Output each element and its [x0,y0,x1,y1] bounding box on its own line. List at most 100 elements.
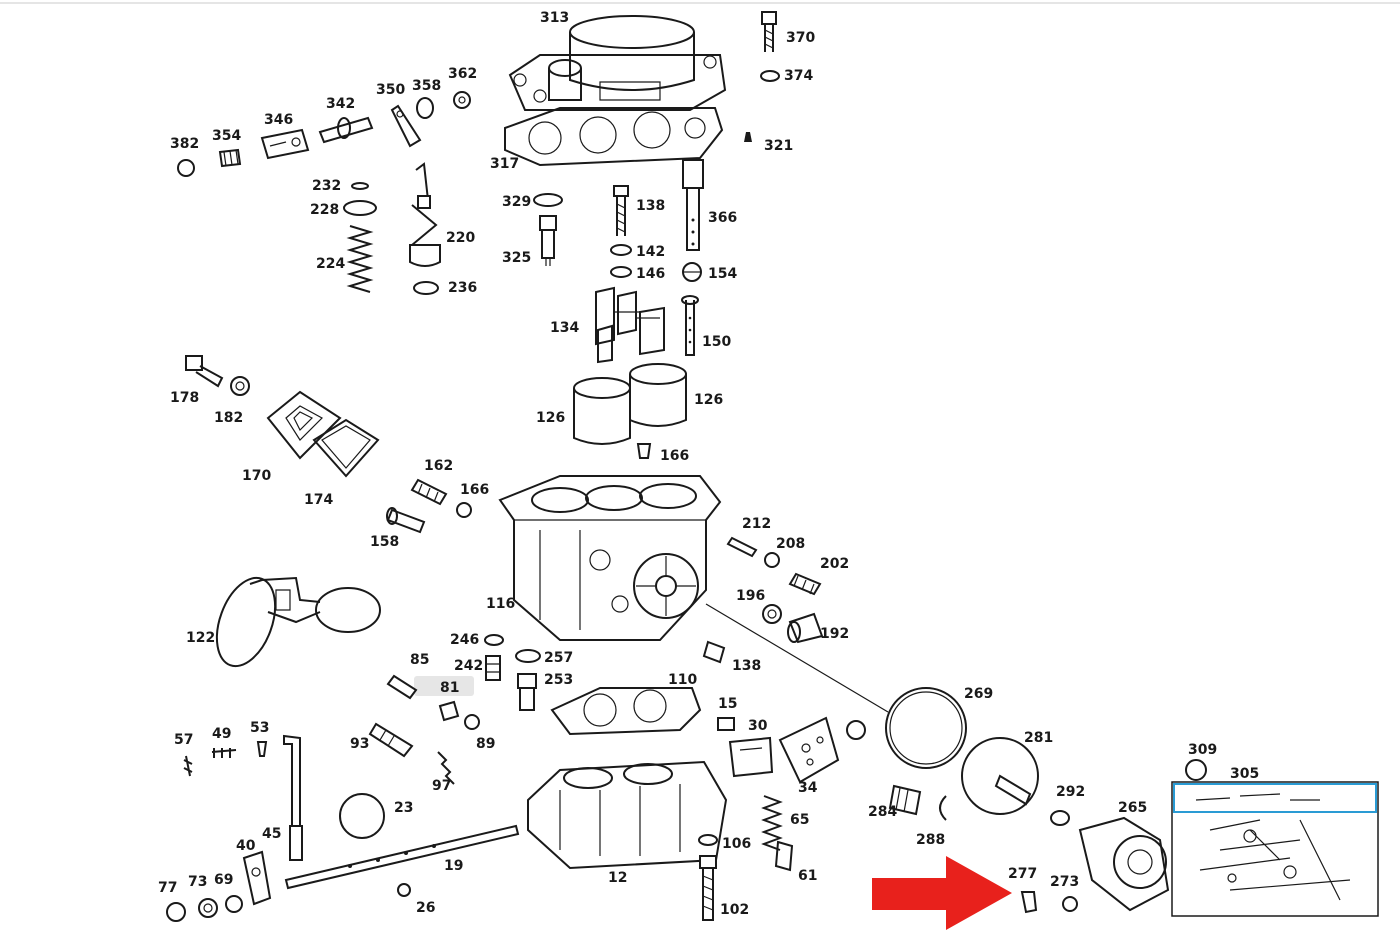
part-89-nut [464,714,480,730]
part-284-spring [888,784,922,816]
part-162-jet [410,478,448,506]
label-53: 53 [250,720,269,736]
label-12: 12 [608,870,627,886]
part-102-screw [699,855,717,921]
highlight-arrow [872,856,1012,930]
part-126-venturi-b [629,363,687,427]
part-329-washer [533,193,563,207]
label-382: 362 [448,66,477,82]
part-288-clip [939,795,947,821]
label-288: 288 [916,832,945,848]
label-281: 281 [1024,730,1053,746]
label-122: 122 [186,630,215,646]
label-19: 19 [444,858,463,874]
label-362: 382 [170,136,199,152]
part-53-washer [256,741,268,757]
label-325: 325 [502,250,531,266]
label-126-b: 126 [694,392,723,408]
part-12-throttle-body [527,760,728,870]
part-116-main-body [498,475,722,641]
part-350-lever [390,104,422,148]
label-354: 354 [212,128,241,144]
label-81-highlight [414,676,474,696]
label-350: 350 [376,82,405,98]
label-224: 224 [316,256,345,272]
part-138-jet [702,640,726,664]
part-106-washer [698,834,718,846]
label-49: 49 [212,726,231,742]
part-366-tube [682,159,704,251]
label-358: 358 [412,78,441,94]
label-236: 236 [448,280,477,296]
label-40: 40 [236,838,256,854]
label-73: 73 [188,874,207,890]
part-150-tube [681,295,699,356]
label-253: 253 [544,672,573,688]
label-154: 154 [708,266,737,282]
label-246: 246 [450,632,479,648]
label-138-top: 138 [636,198,665,214]
label-134: 134 [550,320,579,336]
part-69-washer [225,895,243,913]
part-166-jet-top [636,443,652,459]
part-342-pin [318,116,374,144]
part-281-diaphragm [961,737,1039,815]
part-257-washer [515,649,541,663]
label-346: 346 [264,112,293,128]
label-15: 15 [718,696,737,712]
label-321: 321 [764,138,793,154]
label-220: 220 [446,230,475,246]
part-246-washer [484,634,504,646]
label-65: 65 [790,812,809,828]
part-122-float [215,576,381,668]
inset-thumbnail[interactable] [1171,781,1379,917]
part-196-washer [762,604,782,624]
label-370: 370 [786,30,815,46]
part-61-screw [774,840,794,872]
label-273: 273 [1050,874,1079,890]
part-45-rod [283,734,303,861]
label-30: 30 [748,718,768,734]
part-34-pump-cover [778,716,840,784]
part-277-screw [1020,891,1038,914]
part-49-spring [211,748,237,758]
part-93-screw [368,722,414,758]
label-212: 212 [742,516,771,532]
label-196: 196 [736,588,765,604]
label-292: 292 [1056,784,1085,800]
part-178-bolt [185,355,224,388]
part-30-bracket [728,736,774,778]
part-134-venturi [595,286,665,364]
part-110-gasket [550,687,702,736]
part-321-screw [744,132,752,142]
part-224-spring [346,225,374,293]
part-15-washer [717,717,735,731]
part-292-washer [1050,810,1070,826]
label-305: 305 [1230,766,1259,782]
leader-line [705,603,889,713]
part-nut-34 [846,720,866,740]
part-57-spring [183,755,193,777]
part-362-nut-a [453,91,471,109]
part-354-spring [218,148,242,168]
part-26-screw [397,883,411,897]
part-158-jet [386,507,426,534]
label-26: 26 [416,900,435,916]
part-317-gasket [504,107,724,167]
label-97: 97 [432,778,451,794]
part-212-screw [726,536,758,558]
label-202: 202 [820,556,849,572]
part-273-nut [1062,896,1078,912]
label-89: 89 [476,736,495,752]
label-232: 232 [312,178,341,194]
label-61: 61 [798,868,817,884]
label-170: 170 [242,468,271,484]
part-labels: 313 370 374 362 350 358 342 346 354 321 … [158,10,1259,918]
part-166-jet [456,502,472,518]
label-182: 182 [214,410,243,426]
part-138-screw [613,185,629,236]
part-170-cover [266,390,342,460]
label-174: 174 [304,492,333,508]
